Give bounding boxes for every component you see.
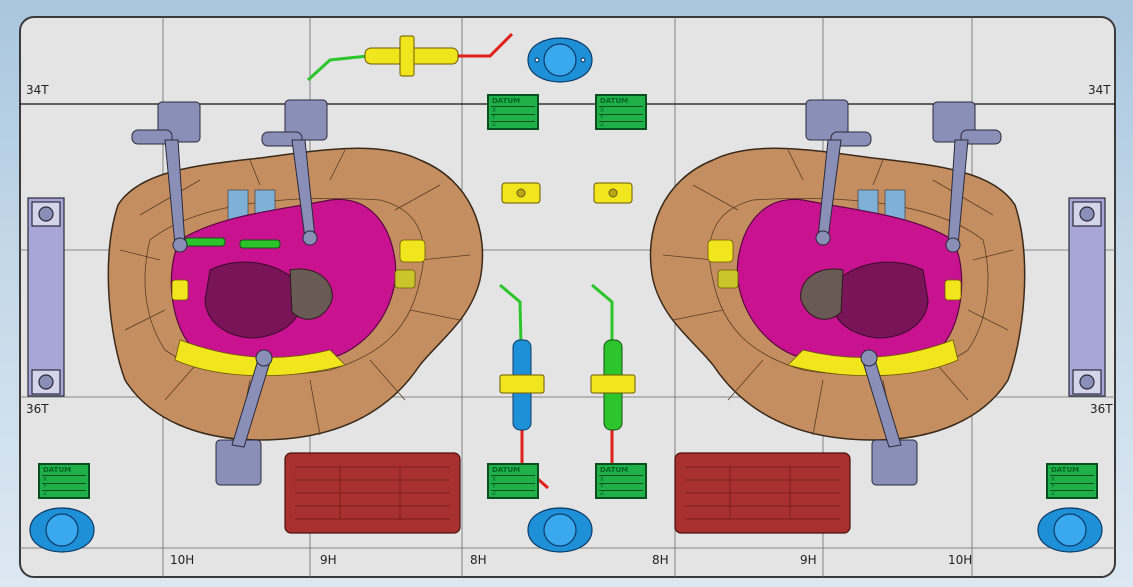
datum-row: Z	[600, 121, 605, 128]
datum-row: Y	[43, 483, 47, 490]
datum-row: X	[43, 476, 48, 483]
left-clamp-3	[215, 349, 273, 486]
top-gauge-pin	[306, 32, 514, 82]
right-clamp-3	[860, 349, 918, 486]
left-clamp-2	[261, 99, 328, 246]
datum-row: Y	[492, 114, 496, 121]
vertical-gauge-pin-blue	[499, 283, 549, 490]
locator-bottom-right	[1037, 507, 1103, 553]
locator-bottom-left	[29, 507, 95, 553]
datum-title: DATUM	[600, 97, 629, 105]
datum-row: Z	[600, 490, 605, 497]
datum-row: Y	[1051, 483, 1055, 490]
datum-row: Y	[600, 114, 604, 121]
datum-title: DATUM	[43, 466, 72, 474]
datum-block: DATUM X Y Z	[595, 94, 647, 130]
locator-top	[527, 37, 593, 83]
datum-row: Y	[492, 483, 496, 490]
datum-title: DATUM	[600, 466, 629, 474]
datum-row: Z	[1051, 490, 1056, 497]
row-label-34t-right: 34T	[1088, 83, 1111, 97]
datum-row: X	[492, 476, 497, 483]
datum-row: X	[492, 107, 497, 114]
column-label: 10H	[170, 553, 195, 567]
datum-row: X	[600, 107, 605, 114]
row-label-36t-left: 36T	[26, 402, 49, 416]
right-nest	[649, 147, 1026, 441]
datum-title: DATUM	[492, 466, 521, 474]
column-label: 9H	[800, 553, 817, 567]
nameplate-left	[284, 452, 461, 534]
datum-block: DATUM X Y Z	[487, 463, 539, 499]
pin-blocks-center	[501, 182, 633, 204]
left-clamp-1	[131, 101, 201, 253]
datum-block: DATUM X Y Z	[38, 463, 90, 499]
datum-row: X	[600, 476, 605, 483]
right-clamp-1	[932, 101, 1002, 253]
datum-row: Z	[492, 490, 497, 497]
datum-row: Z	[492, 121, 497, 128]
row-label-34t-left: 34T	[26, 83, 49, 97]
datum-title: DATUM	[492, 97, 521, 105]
row-label-36t-right: 36T	[1090, 402, 1113, 416]
left-side-rail	[27, 197, 65, 397]
column-label: 8H	[470, 553, 487, 567]
right-clamp-2	[805, 99, 872, 246]
datum-title: DATUM	[1051, 466, 1080, 474]
column-label: 10H	[948, 553, 973, 567]
datum-row: Z	[43, 490, 48, 497]
datum-block: DATUM X Y Z	[487, 94, 539, 130]
datum-row: X	[1051, 476, 1056, 483]
nameplate-right	[674, 452, 851, 534]
datum-block: DATUM X Y Z	[1046, 463, 1098, 499]
datum-row: Y	[600, 483, 604, 490]
datum-block: DATUM X Y Z	[595, 463, 647, 499]
right-side-rail	[1068, 197, 1106, 397]
column-label: 9H	[320, 553, 337, 567]
left-nest	[107, 147, 484, 441]
column-label: 8H	[652, 553, 669, 567]
locator-bottom-center	[527, 507, 593, 553]
